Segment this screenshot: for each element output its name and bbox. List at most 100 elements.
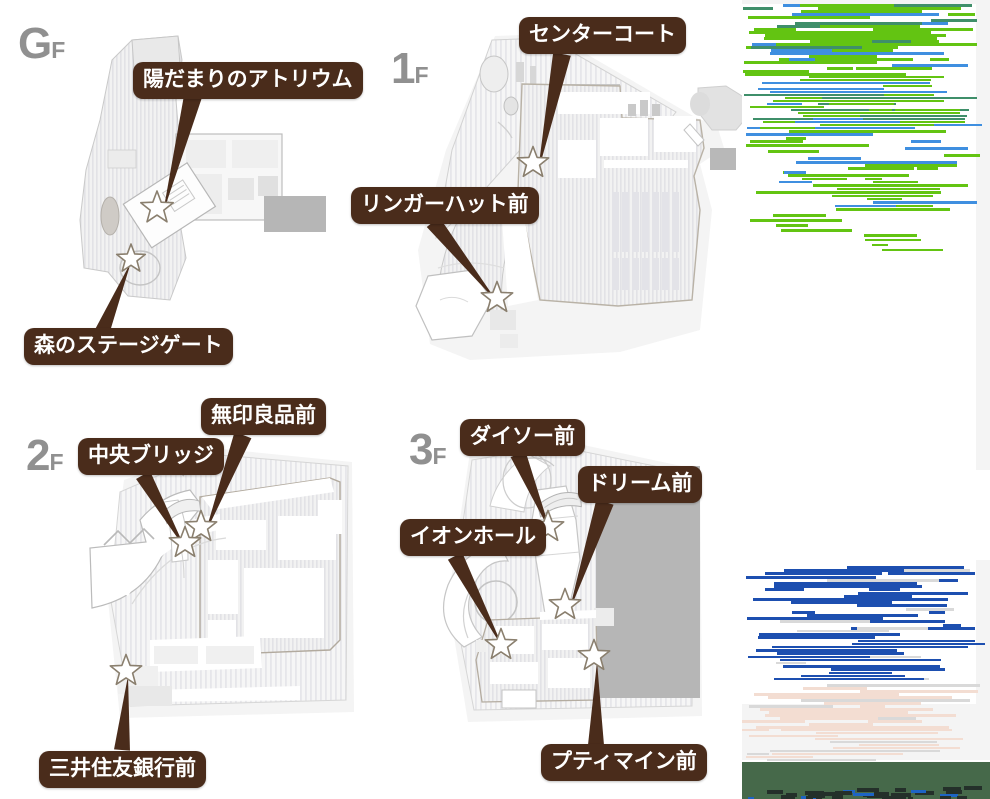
artifact-speckle xyxy=(891,793,911,797)
artifact-line xyxy=(756,649,897,652)
artifact-speckle xyxy=(832,795,843,799)
artifact-line xyxy=(761,82,930,85)
artifact-line xyxy=(872,40,912,43)
artifact-line xyxy=(742,7,774,10)
artifact-line xyxy=(864,234,918,237)
artifact-speckle xyxy=(867,794,888,798)
artifact-speckle xyxy=(806,796,813,799)
artifact-speckle xyxy=(882,796,906,799)
artifact-line xyxy=(773,582,918,585)
artifact-line xyxy=(872,181,918,184)
artifact-line xyxy=(804,79,912,82)
artifact-line xyxy=(829,671,892,674)
label-hidamari-atrium[interactable]: 陽だまりのアトリウム xyxy=(133,62,363,99)
artifact-line xyxy=(849,130,947,133)
artifact-line xyxy=(847,566,903,569)
floor-code-gf: GF xyxy=(18,19,66,68)
artifact-line xyxy=(821,97,977,100)
artifact-line xyxy=(756,191,856,194)
artifact-line xyxy=(917,167,938,171)
artifact-line xyxy=(743,61,878,64)
artifact-line xyxy=(855,566,965,569)
label-petit-main-mae[interactable]: プティマイン前 xyxy=(541,744,707,781)
artifact-line xyxy=(830,741,938,744)
artifact-line xyxy=(764,34,947,37)
artifact-speckle xyxy=(964,786,982,790)
artifact-line xyxy=(837,124,935,127)
artifact-line xyxy=(903,569,970,573)
artifact-line xyxy=(772,646,917,649)
label-center-court[interactable]: センターコート xyxy=(519,17,686,54)
label-muji-mae[interactable]: 無印良品前 xyxy=(201,398,326,435)
artifact-line xyxy=(848,167,914,171)
artifact-line xyxy=(858,591,937,595)
artifact-line xyxy=(780,658,942,662)
artifact-line xyxy=(865,164,957,167)
artifact-line xyxy=(826,684,980,687)
artifact-line xyxy=(792,13,940,16)
artifact-line xyxy=(800,10,922,13)
artifact-line xyxy=(852,642,986,646)
artifact-line xyxy=(746,575,877,579)
artifact-line xyxy=(746,143,869,147)
artifact-line xyxy=(831,668,946,671)
artifact-line xyxy=(747,655,871,658)
artifact-speckle xyxy=(829,792,841,796)
artifact-line xyxy=(853,652,904,655)
label-aeon-hall[interactable]: イオンホール xyxy=(400,519,546,556)
artifact-line xyxy=(742,720,806,723)
artifact-speckle xyxy=(781,795,795,799)
artifact-line xyxy=(835,204,922,208)
artifact-line xyxy=(780,717,878,720)
artifact-line xyxy=(771,49,832,52)
artifact-line xyxy=(768,150,810,154)
artifact-line xyxy=(796,160,864,164)
artifact-line xyxy=(778,58,914,61)
artifact-line xyxy=(815,732,938,735)
artifact-speckle xyxy=(786,793,797,797)
artifact-line xyxy=(815,738,964,741)
label-chuo-bridge[interactable]: 中央ブリッジ xyxy=(78,438,224,475)
label-ringer-hut-mae[interactable]: リンガーハット前 xyxy=(351,187,539,224)
artifact-speckle xyxy=(946,790,962,794)
artifact-line xyxy=(749,705,834,708)
artifact-line xyxy=(742,729,769,732)
artifact-line xyxy=(818,7,961,10)
artifact-line xyxy=(809,759,877,762)
artifact-speckle xyxy=(808,794,825,798)
artifact-line xyxy=(746,753,770,756)
artifact-line xyxy=(813,184,900,187)
artifact-line xyxy=(788,58,816,61)
artifact-line xyxy=(784,170,807,174)
artifact-line xyxy=(773,214,826,217)
artifact-line xyxy=(828,103,895,106)
artifact-line xyxy=(773,100,944,103)
artifact-line xyxy=(844,711,875,714)
label-mitsui-sumitomo-ginko-mae[interactable]: 三井住友銀行前 xyxy=(39,751,206,788)
artifact-line xyxy=(788,130,882,133)
artifact-line xyxy=(837,187,940,191)
artifact-line xyxy=(749,106,825,109)
artifact-line xyxy=(867,720,922,723)
artifact-line xyxy=(860,34,907,37)
artifact-speckle xyxy=(911,790,926,793)
artifact-line xyxy=(809,55,877,58)
artifact-line xyxy=(760,127,815,130)
label-mori-stage-gate[interactable]: 森のステージゲート xyxy=(24,328,233,365)
label-daiso-mae[interactable]: ダイソー前 xyxy=(460,419,585,456)
artifact-line xyxy=(795,22,922,25)
artifact-line xyxy=(792,610,815,614)
artifact-speckle xyxy=(895,788,906,792)
label-dream-mae[interactable]: ドリーム前 xyxy=(578,466,703,503)
artifact-line xyxy=(802,598,949,601)
artifact-line xyxy=(755,726,950,729)
artifact-line xyxy=(783,49,894,52)
artifact-line xyxy=(829,37,938,40)
artifact-speckle xyxy=(940,796,951,799)
artifact-line xyxy=(754,28,797,31)
artifact-line xyxy=(858,744,939,747)
artifact-speckle xyxy=(857,788,879,792)
artifact-line xyxy=(944,153,980,157)
artifact-line xyxy=(780,735,839,738)
